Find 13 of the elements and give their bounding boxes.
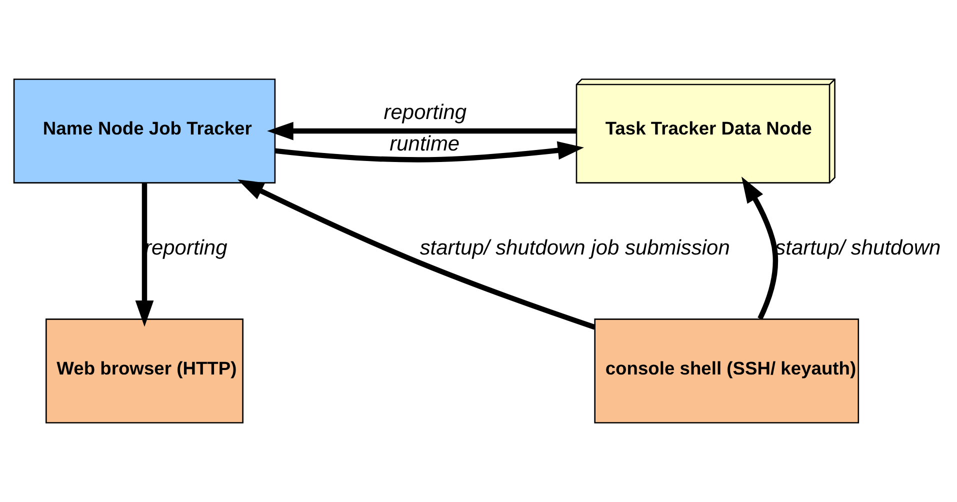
edge-label: startup/ shutdown — [775, 236, 941, 260]
node-box: Web browser (HTTP) — [46, 318, 244, 424]
node-box: console shell (SSH/ keyauth) — [594, 318, 860, 424]
edge-label: reporting — [144, 236, 228, 260]
arrow — [238, 180, 596, 330]
arrow — [741, 176, 778, 320]
edge-label: reporting — [384, 100, 467, 124]
arrow — [267, 122, 576, 140]
edge-label: startup/ shutdown job submission — [420, 236, 730, 260]
node-box: Name Node Job Tracker — [13, 78, 276, 184]
arrow — [274, 141, 584, 162]
arrow — [135, 183, 154, 327]
edge-label: runtime — [390, 132, 460, 156]
